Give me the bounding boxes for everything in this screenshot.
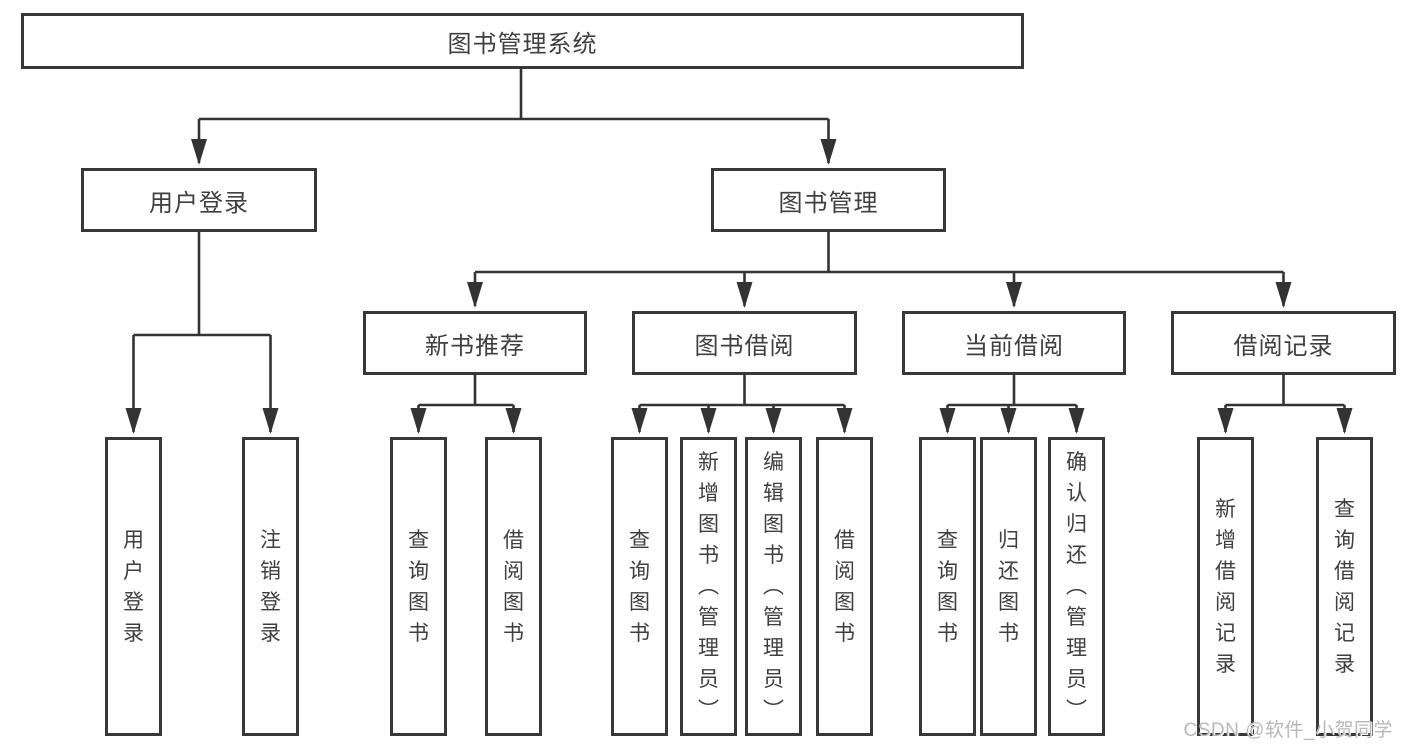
node-label: 用户登录 <box>123 528 144 645</box>
node-label: 借阅记录 <box>1233 332 1334 360</box>
leaf-confirm-return-admin: 确认归还︵管理员︶ <box>1048 437 1105 736</box>
node-label: 新书推荐 <box>425 332 525 360</box>
node-label: 用户登录 <box>149 189 249 217</box>
node-current-borrowing: 当前借阅 <box>902 311 1126 375</box>
node-label: 编辑图书︵管理员︶ <box>763 451 784 722</box>
leaf-edit-book-admin: 编辑图书︵管理员︶ <box>745 437 802 736</box>
leaf-borrow-books: 借阅图书 <box>816 437 873 736</box>
node-new-book-recommendation: 新书推荐 <box>363 311 587 375</box>
leaf-query-books-current: 查询图书 <box>919 437 976 736</box>
node-label: 查询图书 <box>408 528 429 645</box>
leaf-user-login: 用户登录 <box>105 437 162 736</box>
node-book-borrowing: 图书借阅 <box>632 311 857 375</box>
node-label: 查询图书 <box>937 528 958 645</box>
node-label: 注销登录 <box>260 528 281 645</box>
node-book-management: 图书管理 <box>711 168 946 232</box>
connector-arrows <box>125 119 1353 434</box>
leaf-add-book-admin: 新增图书︵管理员︶ <box>680 437 737 736</box>
leaf-query-borrow-record: 查询借阅记录 <box>1316 437 1373 736</box>
leaf-query-books-recommend: 查询图书 <box>390 437 447 736</box>
node-label: 图书管理 <box>778 189 879 217</box>
leaf-query-books-borrow: 查询图书 <box>611 437 668 736</box>
leaf-return-book: 归还图书 <box>980 437 1037 736</box>
node-label: 新增借阅记录 <box>1215 497 1236 676</box>
node-label: 图书管理系统 <box>447 30 598 58</box>
node-label: 查询借阅记录 <box>1334 497 1355 676</box>
node-label: 查询图书 <box>629 528 650 645</box>
node-borrowing-records: 借阅记录 <box>1171 311 1396 375</box>
node-label: 图书借阅 <box>694 332 795 360</box>
leaf-add-borrow-record: 新增借阅记录 <box>1197 437 1254 736</box>
leaf-logout: 注销登录 <box>242 437 299 736</box>
node-label: 借阅图书 <box>503 528 524 645</box>
leaf-borrow-books-recommend: 借阅图书 <box>485 437 542 736</box>
node-label: 确认归还︵管理员︶ <box>1066 451 1087 722</box>
node-label: 归还图书 <box>998 528 1019 645</box>
node-label: 当前借阅 <box>964 332 1064 360</box>
csdn-watermark: CSDN @软件_小贺同学 <box>1183 720 1393 741</box>
node-label: 新增图书︵管理员︶ <box>698 451 719 722</box>
node-user-login: 用户登录 <box>81 168 317 232</box>
node-label: 借阅图书 <box>834 528 855 645</box>
connector-trunks <box>133 69 1345 407</box>
node-library-management-system: 图书管理系统 <box>21 13 1024 69</box>
